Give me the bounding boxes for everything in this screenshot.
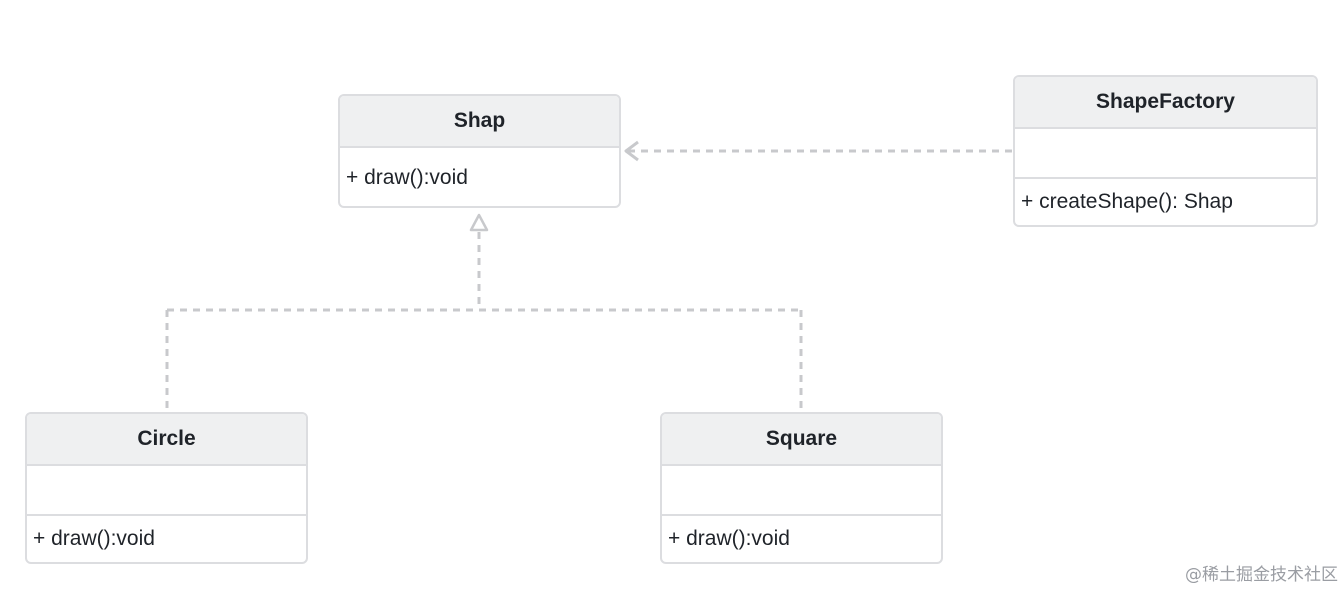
class-square-methods: + draw():void [662, 516, 941, 562]
realization-to-shap [165, 213, 803, 410]
realization-arrowhead-icon [469, 213, 489, 232]
watermark: @稀土掘金技术社区 [1185, 565, 1338, 585]
class-circle-methods: + draw():void [27, 516, 306, 562]
class-shap[interactable]: Shap + draw():void [338, 94, 621, 208]
class-shapefactory-name: ShapeFactory [1015, 77, 1316, 129]
class-shapefactory[interactable]: ShapeFactory + createShape(): Shap [1013, 75, 1318, 227]
dependency-shapefactory-to-shap [624, 140, 1012, 162]
class-circle-method: + draw():void [33, 527, 155, 550]
class-square-name: Square [662, 414, 941, 466]
class-square-attributes [662, 466, 941, 516]
class-shapefactory-method: + createShape(): Shap [1021, 190, 1233, 213]
class-square-method: + draw():void [668, 527, 790, 550]
class-shapefactory-attributes [1015, 129, 1316, 179]
class-shap-name: Shap [340, 96, 619, 148]
class-shapefactory-methods: + createShape(): Shap [1015, 179, 1316, 225]
class-shap-methods: + draw():void [340, 148, 619, 206]
class-circle-attributes [27, 466, 306, 516]
class-circle[interactable]: Circle + draw():void [25, 412, 308, 564]
class-circle-name: Circle [27, 414, 306, 466]
class-square[interactable]: Square + draw():void [660, 412, 943, 564]
class-shap-method: + draw():void [346, 166, 468, 189]
